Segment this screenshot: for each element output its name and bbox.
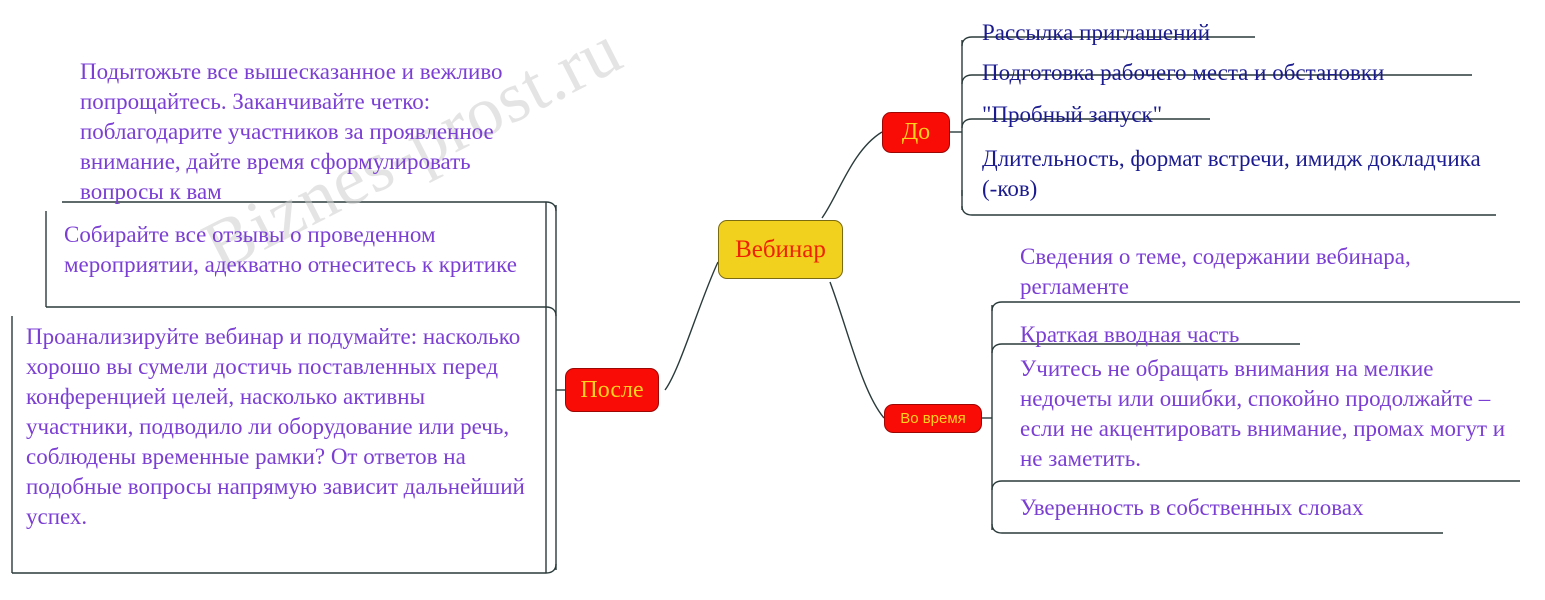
leaf-posle-3[interactable]: Проанализируйте вебинар и подумайте: нас… — [26, 324, 525, 529]
leaf-vovremya-1[interactable]: Сведения о теме, содержании вебинара, ре… — [1020, 244, 1411, 299]
bracket-do-1 — [961, 36, 1255, 47]
node-branch-do-label: До — [901, 119, 931, 145]
bracket-vv-4 — [991, 523, 1443, 534]
connector-center-to-vovremya — [829, 281, 885, 419]
connector-center-to-posle — [664, 261, 719, 391]
node-center-label: Вебинар — [735, 235, 826, 263]
leaf-vovremya-3[interactable]: Учитесь не обращать внимания на мелкие н… — [1020, 356, 1506, 471]
bracket-posle-3 — [12, 563, 557, 574]
node-branch-posle-label: После — [580, 376, 644, 403]
bracket-vv-3 — [991, 480, 1520, 491]
leaf-posle-1[interactable]: Подытожьте все вышесказанное и вежливо п… — [80, 59, 503, 204]
leaf-do-4[interactable]: Длительность, формат встречи, имидж докл… — [982, 146, 1481, 201]
bracket-do-2 — [961, 74, 1472, 85]
node-branch-do[interactable]: До — [882, 112, 950, 153]
node-branch-vovremya-label: Во время — [900, 410, 966, 427]
bracket-posle-2 — [46, 306, 557, 317]
bracket-vv-2 — [991, 343, 1300, 354]
node-center-vebinar[interactable]: Вебинар — [718, 220, 843, 279]
leaf-vovremya-2[interactable]: Краткая вводная часть — [1020, 322, 1240, 347]
node-branch-vovremya[interactable]: Во время — [884, 404, 982, 433]
leaf-do-1[interactable]: Рассылка приглашений — [982, 20, 1211, 45]
connector-center-to-do — [821, 131, 883, 219]
leaf-posle-2[interactable]: Собирайте все отзывы о проведенном мероп… — [64, 222, 517, 277]
posle-box-1-corner — [46, 202, 56, 211]
bracket-do-3 — [961, 118, 1210, 129]
bracket-vv-1 — [991, 301, 1520, 312]
bracket-do-4 — [961, 205, 1496, 216]
leaf-do-3[interactable]: "Пробный запуск" — [982, 102, 1163, 127]
node-branch-posle[interactable]: После — [565, 368, 659, 412]
leaf-do-2[interactable]: Подготовка рабочего места и обстановки — [982, 60, 1385, 85]
leaf-vovremya-4[interactable]: Уверенность в собственных словах — [1020, 495, 1364, 520]
